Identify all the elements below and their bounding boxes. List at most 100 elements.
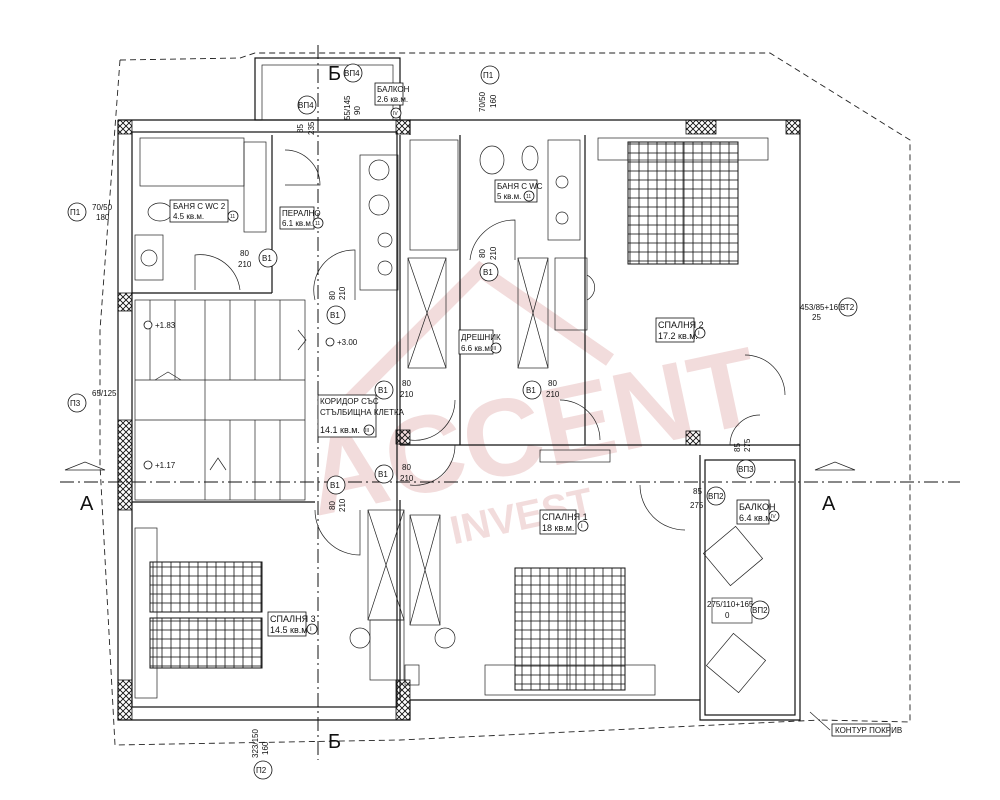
dim-vp2b: 275/110+165 <box>707 600 754 609</box>
room-laundry-area: 6.1 кв.м. <box>282 219 313 228</box>
desks-chairs <box>349 257 611 686</box>
section-line-b: Б Б <box>317 45 341 760</box>
room-bath-wc2-no: 11 <box>230 214 235 220</box>
dim-p1a-h: 180 <box>96 213 110 222</box>
room-balcony: БАЛКОН 6.4 кв.м. IV <box>736 499 780 525</box>
room-corridor-no: III <box>365 428 369 434</box>
dim-door-wardrobe-h: 210 <box>400 390 414 399</box>
room-bedroom1-no: I <box>581 524 583 530</box>
dim-door-bath-h: 210 <box>238 260 252 269</box>
dim-door-bedroom3-w: 80 <box>328 501 337 510</box>
sanitary-fixtures <box>134 137 581 291</box>
tag-vp4b: ВП4 <box>298 101 314 110</box>
room-bath-wc-no: 11 <box>526 194 531 200</box>
dim-vp3-h: 275 <box>743 438 752 452</box>
dim-vp2-w: 85 <box>693 487 702 496</box>
room-laundry-name: ПЕРАЛНО <box>282 209 321 218</box>
dim-door-laundry-w: 80 <box>328 291 337 300</box>
tag-b1-wardrobe: В1 <box>378 386 388 395</box>
room-balcony-top-no: IV <box>393 111 398 117</box>
room-wardrobe-area: 6.6 кв.м. <box>461 344 492 353</box>
room-bedroom3: СПАЛНЯ 3 14.5 кв.м. I <box>267 611 318 637</box>
tag-p3: П3 <box>70 399 81 408</box>
dim-vp4b-h: 235 <box>307 121 316 135</box>
room-bath-wc: БАНЯ С WC 5 кв.м. 11 <box>494 179 543 203</box>
dim-p3: 65/125 <box>92 389 117 398</box>
level-3: +1.17 <box>155 461 176 470</box>
tag-vp4a: ВП4 <box>344 69 360 78</box>
level-2: +3.00 <box>337 338 358 347</box>
room-bedroom1-name: СПАЛНЯ 1 <box>542 512 588 522</box>
room-bedroom3-name: СПАЛНЯ 3 <box>270 614 316 624</box>
section-line-a: А А <box>60 461 960 515</box>
dim-door-wc-w: 80 <box>478 249 487 258</box>
room-bath-wc2: БАНЯ С WC 2 4.5 кв.м. 11 <box>169 199 239 223</box>
dim-door-bedroom2-w: 80 <box>548 379 557 388</box>
dim-door-bedroom3-h: 210 <box>338 498 347 512</box>
tag-vp3: ВП3 <box>738 465 754 474</box>
level-1: +1.83 <box>155 321 176 330</box>
dim-vp4b-w: 85 <box>296 124 305 133</box>
dim-p1b-w: 70/50 <box>478 91 487 112</box>
dim-vp4-w: 55/145 <box>343 95 352 120</box>
dim-door-wc-h: 210 <box>489 246 498 260</box>
tag-vt2: ВТ2 <box>840 303 855 312</box>
room-laundry: ПЕРАЛНО 6.1 кв.м. 11 <box>279 206 324 230</box>
section-label-b-top: Б <box>328 63 341 85</box>
room-bedroom3-no: I <box>310 627 312 633</box>
staircase <box>134 299 307 501</box>
room-balcony-no: IV <box>771 514 776 520</box>
section-label-a-right: А <box>822 493 836 515</box>
tag-p1a: П1 <box>70 208 81 217</box>
room-corridor-name1: КОРИДОР СЪС <box>320 397 379 406</box>
dim-vp2b-h: 0 <box>725 611 730 620</box>
bed-bedroom2 <box>597 137 769 265</box>
roof-contour <box>99 52 911 746</box>
room-bath-wc-name: БАНЯ С WC <box>497 182 543 191</box>
room-wardrobe-name: ДРЕШНИК <box>461 333 501 342</box>
room-bath-wc2-area: 4.5 кв.м. <box>173 212 204 221</box>
room-balcony-top-name: БАЛКОН <box>377 85 410 94</box>
dim-door-bedroom2-h: 210 <box>546 390 560 399</box>
tag-b1-bedroom3: В1 <box>330 481 340 490</box>
door-swings <box>194 149 786 556</box>
dim-vp3-w: 85 <box>733 443 742 452</box>
room-bedroom3-area: 14.5 кв.м. <box>270 625 310 635</box>
room-corridor-name2: СТЪЛБИЩНА КЛЕТКА <box>320 408 405 417</box>
room-bedroom2: СПАЛНЯ 2 17.2 кв.м. I <box>655 317 706 343</box>
room-bath-wc-area: 5 кв.м. <box>497 192 521 201</box>
dim-door-wardrobe-w: 80 <box>402 379 411 388</box>
room-balcony-name: БАЛКОН <box>739 502 775 512</box>
tag-b1-bedroom1: В1 <box>378 470 388 479</box>
walls <box>117 57 801 721</box>
bed-bedroom1 <box>484 567 656 696</box>
tag-b1-wc: В1 <box>483 268 493 277</box>
room-corridor: КОРИДОР СЪС СТЪЛБИЩНА КЛЕТКА 14.1 кв.м. … <box>317 394 405 438</box>
dim-door-bath-w: 80 <box>240 249 249 258</box>
dim-vt2: 453/85+165 <box>800 303 843 312</box>
element-tags: П1 70/50 180 П1 70/50 160 ВП4 55/145 90 … <box>67 63 858 780</box>
section-label-a-left: А <box>80 493 94 515</box>
dim-door-laundry-h: 210 <box>338 286 347 300</box>
tag-p1b: П1 <box>483 71 494 80</box>
tag-p2: П2 <box>256 766 267 775</box>
dim-door-bedroom1-w: 80 <box>402 463 411 472</box>
section-label-b-bottom: Б <box>328 731 341 753</box>
tag-b1-bath: В1 <box>262 254 272 263</box>
room-corridor-area: 14.1 кв.м. <box>320 425 360 435</box>
room-bath-wc2-name: БАНЯ С WC 2 <box>173 202 226 211</box>
tag-vp2b: ВП2 <box>752 606 768 615</box>
dim-p2-h: 160 <box>261 741 270 755</box>
level-marks: +1.83 +3.00 +1.17 <box>143 320 358 470</box>
room-bedroom2-no: I <box>698 331 700 337</box>
room-laundry-no: 11 <box>315 221 320 227</box>
room-balcony-top: БАЛКОН 2.6 кв.м. IV <box>374 82 410 119</box>
tag-b1-bedroom2: В1 <box>526 386 536 395</box>
dim-p1a-w: 70/50 <box>92 203 113 212</box>
dim-p1b-h: 160 <box>489 94 498 108</box>
tag-b1-laundry: В1 <box>330 311 340 320</box>
room-bedroom2-area: 17.2 кв.м. <box>658 331 698 341</box>
room-wardrobe-no: III <box>492 346 496 352</box>
room-balcony-area: 6.4 кв.м. <box>739 513 774 523</box>
